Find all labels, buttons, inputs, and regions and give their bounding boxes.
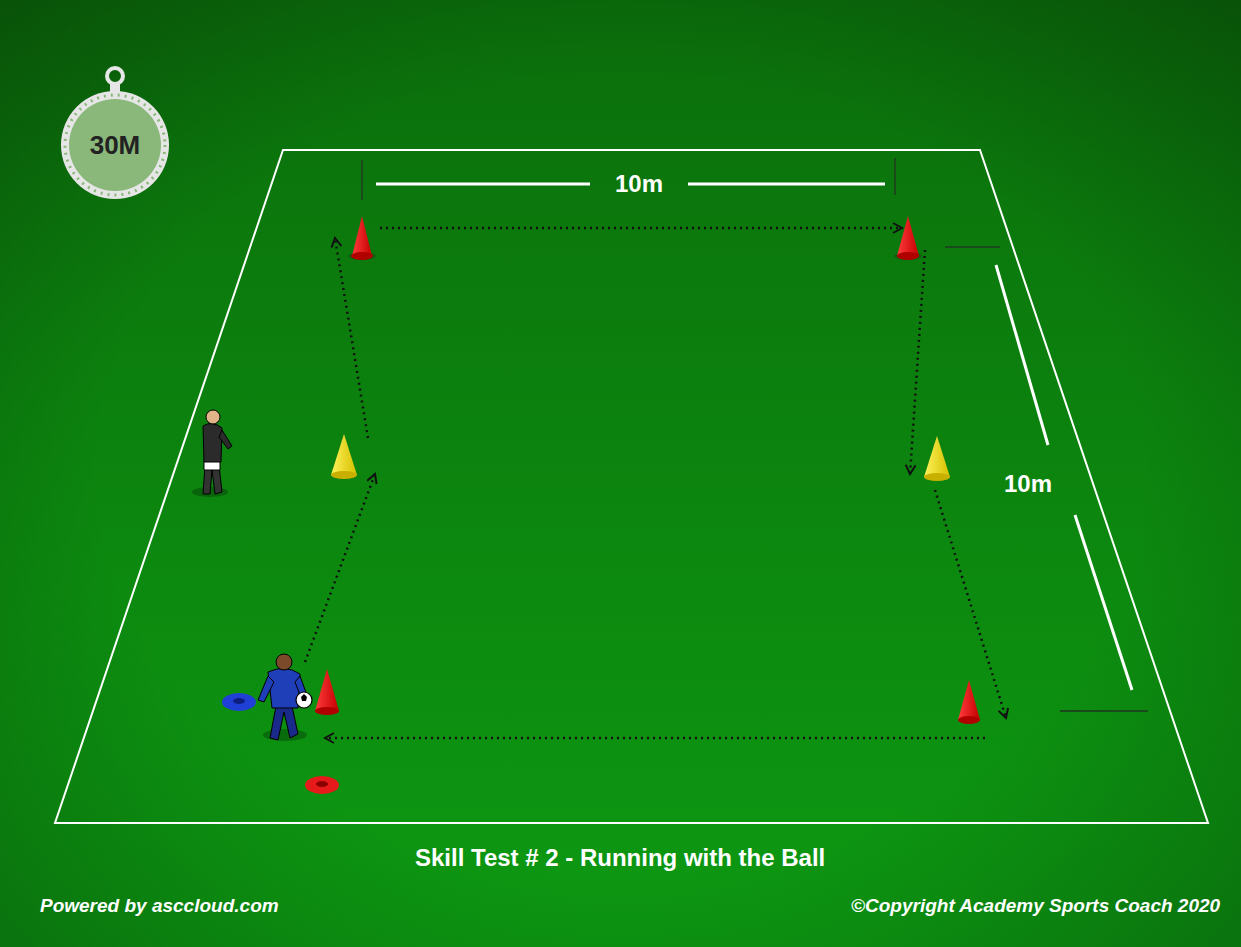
diagram-caption: Skill Test # 2 - Running with the Ball [415, 844, 825, 872]
dimension-ticks [362, 158, 1148, 711]
player-dribbler [258, 654, 312, 741]
dimension-label: 10m [615, 170, 663, 198]
footer-copyright: ©Copyright Academy Sports Coach 2020 [851, 895, 1220, 917]
dimension-lines [376, 184, 1132, 690]
dimension-label: 10m [1004, 470, 1052, 498]
stopwatch [61, 68, 169, 199]
pitch-outline [55, 150, 1208, 823]
cones [315, 216, 980, 724]
stopwatch-face: 30M [75, 120, 155, 170]
dribble-route [305, 228, 1006, 738]
timer-label: 30M [90, 130, 141, 161]
player-waiting [192, 410, 232, 497]
footer-credit: Powered by asccloud.com [40, 895, 279, 917]
